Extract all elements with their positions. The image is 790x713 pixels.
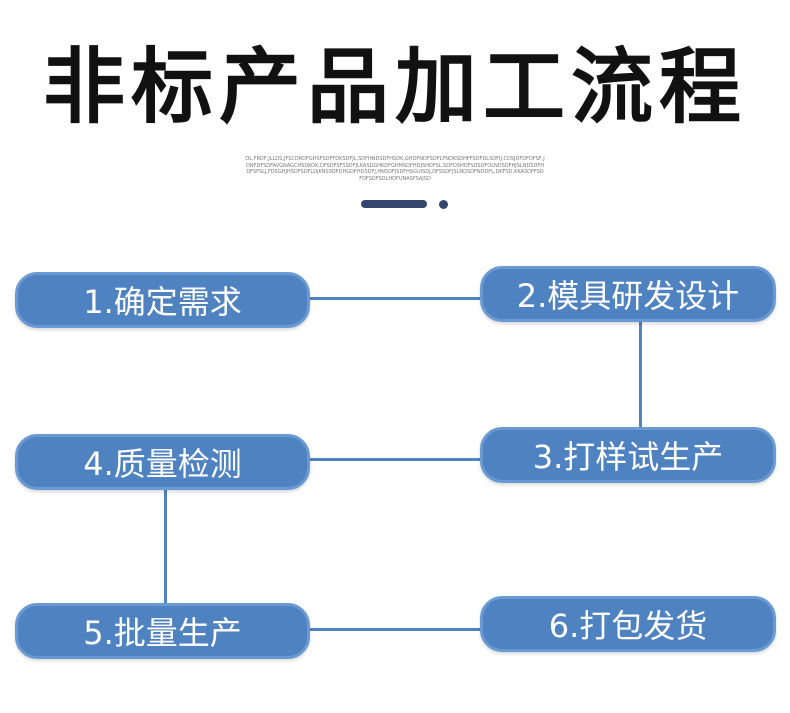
step-5-box: 5.批量生产 [15,603,310,659]
subtitle-text: OL,FRDF,JLLDS,JFSCDRDFGHSFSDFFDKSDFJL,SD… [245,156,545,182]
connector-3-4 [308,458,483,461]
connector-5-6 [308,628,483,631]
step-4-label: 4.质量检测 [83,445,242,483]
page-title: 非标产品加工流程 [42,40,747,135]
step-5-label: 5.批量生产 [83,614,242,652]
step-3-label: 3.打样试生产 [532,438,724,476]
step-2-box: 2.模具研发设计 [480,266,776,322]
connector-4-5 [164,490,167,604]
step-2-label: 2.模具研发设计 [516,277,740,315]
step-1-label: 1.确定需求 [83,283,242,321]
connector-1-2 [308,297,483,300]
connector-2-3 [639,322,642,428]
step-6-label: 6.打包发货 [548,607,708,645]
decorative-dash [361,200,427,208]
step-6-box: 6.打包发货 [480,596,776,652]
decorative-dot [439,200,448,209]
step-1-box: 1.确定需求 [15,272,310,328]
step-4-box: 4.质量检测 [15,434,310,490]
step-3-box: 3.打样试生产 [480,427,776,483]
